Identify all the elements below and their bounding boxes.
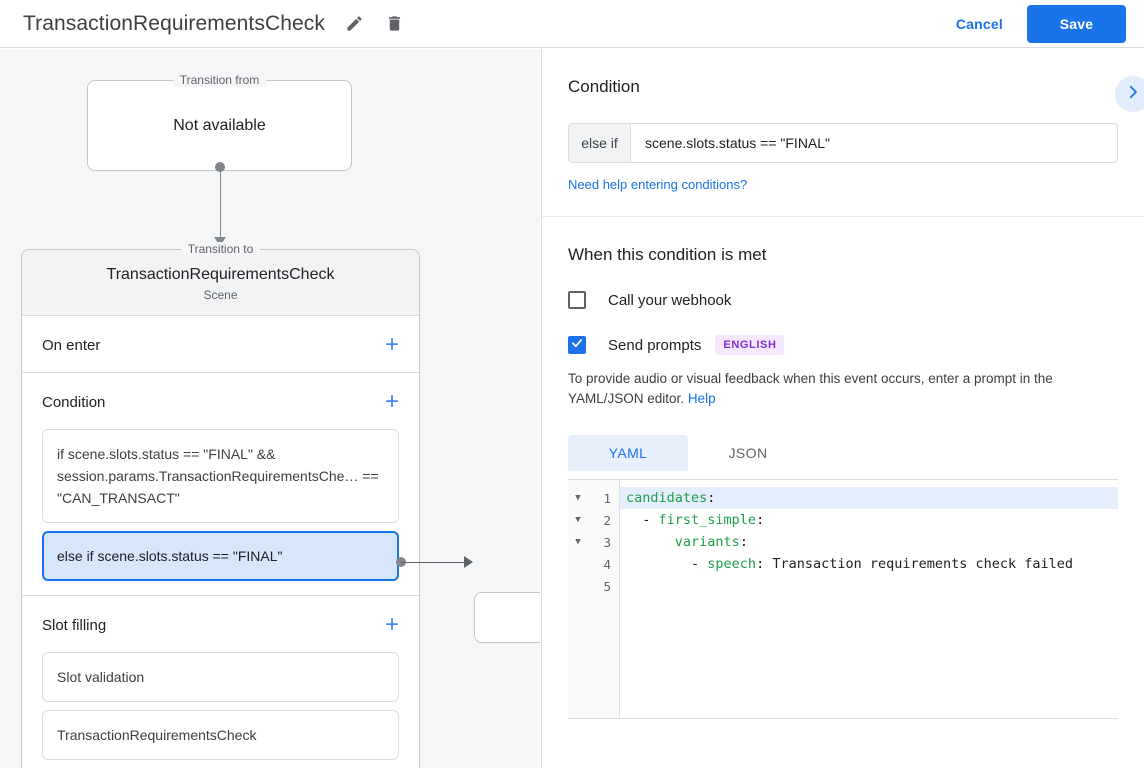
plus-icon[interactable]: + <box>384 611 399 638</box>
connector-line-horizontal <box>401 561 469 563</box>
section-title-condition: Condition <box>42 393 106 411</box>
code-token: - <box>626 512 659 528</box>
condition-field: else if <box>568 123 1118 163</box>
code-token: candidates <box>626 490 708 506</box>
gutter-row: ▼2 <box>568 509 619 531</box>
transition-from-card[interactable]: Transition from Not available <box>87 73 352 171</box>
prompts-help-link[interactable]: Help <box>687 391 716 406</box>
prompts-row[interactable]: Send prompts ENGLISH <box>568 335 1118 355</box>
pencil-icon <box>345 14 364 33</box>
panel-heading-when-met: When this condition is met <box>568 245 767 264</box>
target-node-card[interactable] <box>474 592 540 643</box>
line-number: 1 <box>603 490 611 506</box>
prompts-helper-body: To provide audio or visual feedback when… <box>568 371 1053 406</box>
plus-icon[interactable]: + <box>384 331 399 358</box>
details-panel: Condition else if Need help entering con… <box>541 49 1144 768</box>
connector-line-vertical <box>219 167 221 247</box>
send-prompts-label: Send prompts <box>608 336 702 354</box>
condition-list: if scene.slots.status == "FINAL" && sess… <box>22 429 419 595</box>
code-token: variants <box>674 534 740 550</box>
connector-arrow-down <box>214 237 226 246</box>
chevron-right-icon <box>1124 83 1142 106</box>
section-header-on-enter: On enter + <box>22 316 419 372</box>
panel-heading-condition: Condition <box>568 77 640 96</box>
section-header-slot-filling: Slot filling + <box>22 596 419 652</box>
list-item[interactable]: TransactionRequirementsCheck <box>42 710 399 760</box>
code-token: speech <box>707 556 757 572</box>
line-number: 5 <box>603 578 611 594</box>
call-webhook-checkbox[interactable] <box>568 291 586 309</box>
gutter-row: 5 <box>568 575 619 597</box>
code-line[interactable]: candidates: <box>620 487 1118 509</box>
list-item-selected[interactable]: else if scene.slots.status == "FINAL" <box>42 531 399 581</box>
code-token: : <box>707 490 716 506</box>
call-webhook-label: Call your webhook <box>608 291 732 309</box>
condition-input[interactable] <box>631 124 1117 162</box>
condition-help-link[interactable]: Need help entering conditions? <box>568 177 748 192</box>
list-item[interactable]: if scene.slots.status == "FINAL" && sess… <box>42 429 399 523</box>
line-number: 3 <box>603 534 611 550</box>
code-token: - <box>626 556 708 572</box>
gutter-row: ▼3 <box>568 531 619 553</box>
cancel-button[interactable]: Cancel <box>942 8 1017 40</box>
code-token: first_simple <box>658 512 757 528</box>
editor-code-area[interactable]: candidates: - first_simple: variants: - … <box>620 480 1118 718</box>
editor-tabs: YAML JSON <box>568 435 1118 471</box>
save-button[interactable]: Save <box>1027 4 1126 43</box>
code-token: : <box>739 534 748 550</box>
condition-prefix-label: else if <box>569 124 631 162</box>
scene-type: Scene <box>203 288 238 302</box>
edit-title-button[interactable] <box>337 7 371 41</box>
flow-canvas: Transition from Not available Transition… <box>0 49 540 768</box>
expand-panel-button[interactable] <box>1115 76 1144 112</box>
section-on-enter: On enter + <box>22 316 419 373</box>
panel-section-when-met: When this condition is met Call your web… <box>542 217 1144 741</box>
code-line[interactable]: - speech: Transaction requirements check… <box>620 553 1118 575</box>
check-icon <box>570 336 584 355</box>
line-number: 2 <box>603 512 611 528</box>
line-number: 4 <box>603 556 611 572</box>
code-line[interactable]: variants: <box>620 531 1118 553</box>
scene-card-header[interactable]: Transition to TransactionRequirementsChe… <box>22 242 419 316</box>
list-item[interactable]: Slot validation <box>42 652 399 702</box>
fold-toggle-icon[interactable]: ▼ <box>575 537 581 547</box>
send-prompts-checkbox[interactable] <box>568 336 586 354</box>
gutter-row: ▼1 <box>568 487 619 509</box>
transition-to-legend: Transition to <box>180 242 261 256</box>
delete-button[interactable] <box>377 7 411 41</box>
trash-icon <box>385 14 404 33</box>
slot-filling-list: Slot validation TransactionRequirementsC… <box>22 652 419 768</box>
code-token: : Transaction requirements check failed <box>756 556 1074 572</box>
connector-arrow-right <box>464 556 473 568</box>
section-slot-filling: Slot filling + Slot validation Transacti… <box>22 596 419 768</box>
fold-toggle-icon[interactable]: ▼ <box>575 493 581 503</box>
tab-json[interactable]: JSON <box>728 445 768 461</box>
code-token: : <box>756 512 765 528</box>
scene-name: TransactionRequirementsCheck <box>106 266 335 283</box>
language-badge: ENGLISH <box>715 335 785 355</box>
webhook-row[interactable]: Call your webhook <box>568 291 1118 309</box>
code-token <box>626 534 675 550</box>
plus-icon[interactable]: + <box>384 388 399 415</box>
section-condition: Condition + if scene.slots.status == "FI… <box>22 373 419 596</box>
app-header: TransactionRequirementsCheck Cancel Save <box>0 0 1144 48</box>
transition-from-value: Not available <box>173 116 266 134</box>
gutter-row: 4 <box>568 553 619 575</box>
transition-from-legend: Transition from <box>172 73 267 87</box>
prompts-helper-text: To provide audio or visual feedback when… <box>568 369 1118 409</box>
code-line[interactable] <box>620 575 1118 597</box>
tab-yaml[interactable]: YAML <box>568 435 688 471</box>
section-title-on-enter: On enter <box>42 336 101 354</box>
panel-section-condition: Condition else if Need help entering con… <box>542 49 1144 217</box>
code-line[interactable]: - first_simple: <box>620 509 1118 531</box>
section-header-condition: Condition + <box>22 373 419 429</box>
page-title: TransactionRequirementsCheck <box>23 11 325 35</box>
transition-to-card: Transition to TransactionRequirementsChe… <box>21 242 420 768</box>
fold-toggle-icon[interactable]: ▼ <box>575 515 581 525</box>
section-title-slot-filling: Slot filling <box>42 616 107 634</box>
